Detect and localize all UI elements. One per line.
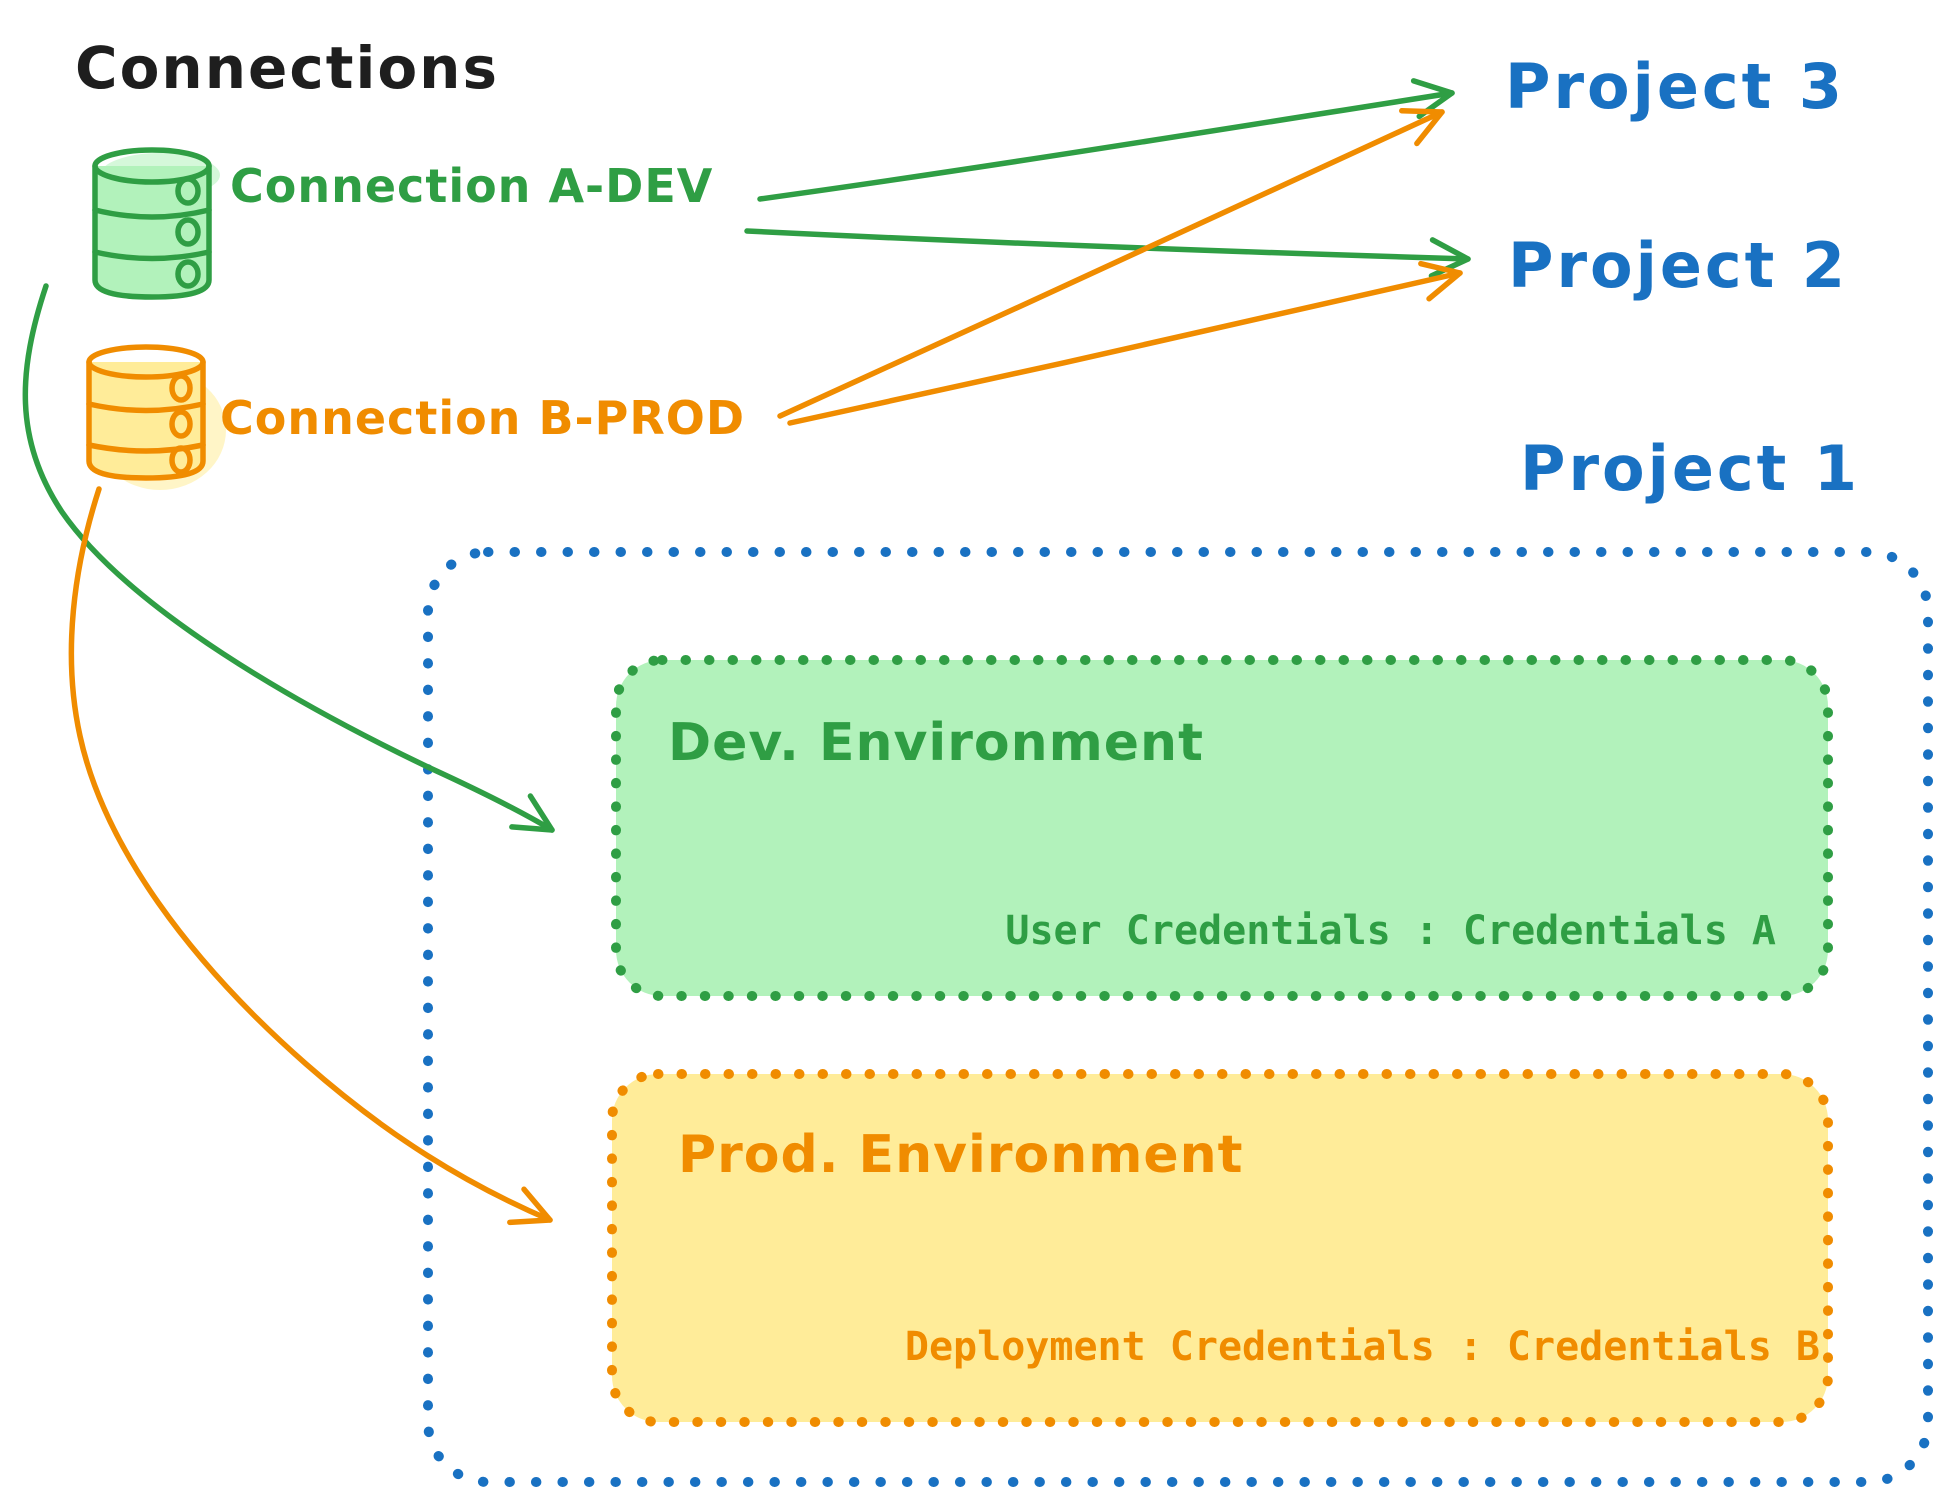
database-icon-b-prod [86, 344, 226, 490]
database-b-led [169, 445, 193, 475]
database-b-divider [86, 401, 206, 414]
dev-environment-border [611, 655, 1833, 1001]
arrow-bprod-to-prod-environment [68, 486, 553, 1226]
dev-environment-credentials: User Credentials : Credentials A [1005, 908, 1776, 954]
prod-environment-box: Prod. Environment Deployment Credentials… [607, 1069, 1833, 1427]
database-b-top [86, 344, 206, 380]
database-b-outline [86, 359, 206, 481]
database-b-led [169, 373, 193, 403]
project-1-container [423, 547, 1933, 1487]
connection-b-prod-label: Connection B-PROD [220, 391, 745, 445]
project-1-border [423, 547, 1933, 1487]
project-3-label: Project 3 [1505, 50, 1845, 123]
arrow-bprod-to-project3 [777, 108, 1445, 419]
dev-environment-fill [616, 660, 1828, 996]
database-a-divider [92, 249, 212, 262]
dev-environment-box: Dev. Environment User Credentials : Cred… [611, 655, 1833, 1001]
database-a-led [175, 259, 201, 289]
database-b-led [169, 409, 193, 439]
prod-environment-border [607, 1069, 1833, 1427]
page-title: Connections [75, 34, 499, 102]
prod-environment-fill [612, 1074, 1828, 1422]
arrow-adev-to-project3 [757, 78, 1455, 202]
prod-environment-title: Prod. Environment [678, 1125, 1244, 1185]
database-b-divider [86, 442, 206, 454]
database-icon-a-dev [92, 147, 220, 300]
project-2-label: Project 2 [1508, 229, 1848, 302]
arrow-adev-to-dev-environment [22, 283, 555, 833]
dev-environment-title: Dev. Environment [668, 713, 1204, 773]
arrow-adev-to-project2 [744, 228, 1471, 279]
project-1-label: Project 1 [1520, 432, 1860, 505]
database-a-outline [92, 163, 212, 300]
database-a-led [175, 176, 201, 206]
connection-a-dev-label: Connection A-DEV [230, 159, 713, 213]
database-a-led [175, 217, 201, 247]
database-a-body [95, 166, 209, 297]
database-a-top [92, 147, 212, 185]
connection-b-prod: Connection B-PROD [86, 344, 745, 490]
database-a-divider [92, 207, 212, 220]
prod-environment-credentials: Deployment Credentials : Credentials B [905, 1324, 1820, 1370]
connection-a-dev: Connection A-DEV [92, 147, 713, 300]
arrow-bprod-to-project2 [787, 260, 1463, 426]
